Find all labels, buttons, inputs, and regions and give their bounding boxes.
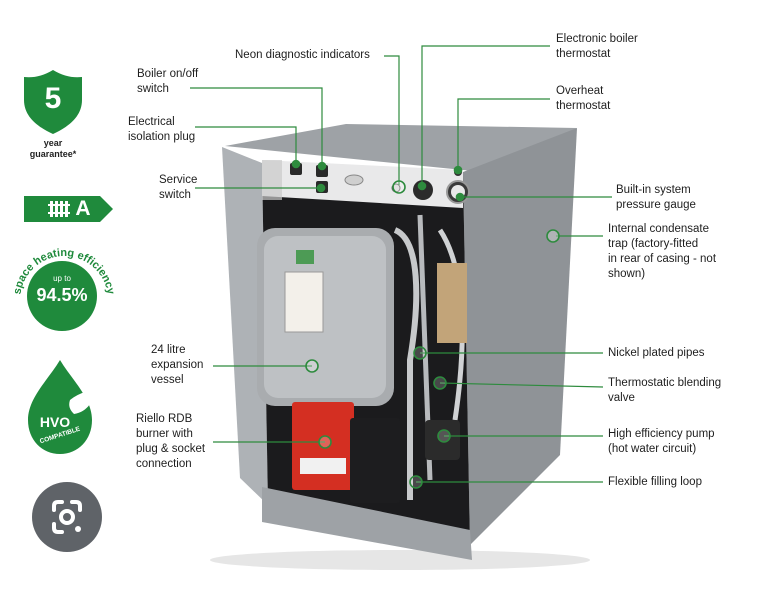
callout-service-switch: Service switch bbox=[159, 174, 198, 201]
callout-filling-loop: Flexible filling loop bbox=[608, 476, 702, 488]
lens-search-button[interactable] bbox=[32, 482, 102, 552]
callout-electronic-thermostat: Electronic boiler thermostat bbox=[556, 33, 638, 60]
callout-condensate-trap: Internal condensate trap (factory-fitted… bbox=[608, 223, 717, 280]
hot-water-pump bbox=[425, 420, 460, 460]
guarantee-number: 5 bbox=[44, 82, 62, 115]
camera-search-icon bbox=[52, 500, 82, 534]
callout-overheat-thermostat: Overheat thermostat bbox=[556, 85, 611, 112]
energy-rating-grade: A bbox=[75, 197, 91, 220]
callout-burner: Riello RDB burner with plug & socket con… bbox=[136, 413, 206, 470]
hvo-text: HVO bbox=[39, 414, 71, 430]
plate-heat-exchanger bbox=[437, 263, 467, 343]
callout-neon-indicators: Neon diagnostic indicators bbox=[235, 49, 370, 61]
efficiency-prefix: up to bbox=[53, 274, 71, 283]
callout-nickel-pipes: Nickel plated pipes bbox=[608, 347, 705, 359]
callout-pump: High efficiency pump (hot water circuit) bbox=[608, 428, 715, 455]
callout-expansion-vessel: 24 litre expansion vessel bbox=[151, 344, 204, 386]
callout-blending-valve: Thermostatic blending valve bbox=[608, 377, 722, 404]
guarantee-label: guarantee* bbox=[29, 149, 77, 159]
guarantee-year: year bbox=[43, 138, 63, 148]
callout-isolation-plug: Electrical isolation plug bbox=[128, 116, 196, 143]
efficiency-value: 94.5% bbox=[36, 285, 88, 305]
callout-boiler-switch: Boiler on/off switch bbox=[137, 68, 199, 95]
callout-pressure-gauge: Built-in system pressure gauge bbox=[616, 184, 696, 211]
control-panel bbox=[262, 160, 463, 208]
